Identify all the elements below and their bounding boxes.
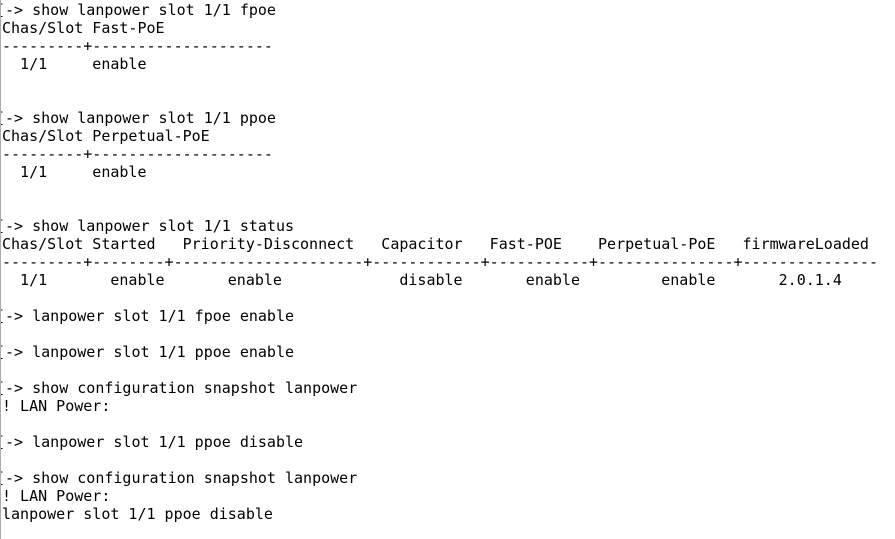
blank-line [2,361,895,379]
blank-line [2,289,895,307]
window-left-border [0,0,1,539]
output-line: Chas/Slot Started Priority-Disconnect Ca… [2,235,869,253]
output-line: ! LAN Power: [2,397,111,415]
prompt-marker: [-> [0,469,24,487]
command-line: [-> show configuration snapshot lanpower [0,379,895,397]
command-line: [-> show lanpower slot 1/1 ppoe [0,109,895,127]
output-line: Chas/Slot Perpetual-PoE [2,127,210,145]
output-line: 1/1 enable [2,163,147,181]
blank-line [2,415,895,433]
blank-line [2,91,895,109]
output-line: Chas/Slot Fast-PoE [2,19,165,37]
command-line: [-> lanpower slot 1/1 ppoe enable [0,343,895,361]
blank-line [2,199,895,217]
command-line: [-> show lanpower slot 1/1 status [0,217,895,235]
command-text: show lanpower slot 1/1 ppoe [32,109,276,127]
output-line: ---------+-------------------- [2,145,273,163]
blank-line [2,181,895,199]
output-line: lanpower slot 1/1 ppoe disable [2,505,273,523]
command-text: lanpower slot 1/1 ppoe enable [32,343,295,361]
prompt-marker: [-> [0,433,24,451]
blank-line [2,325,895,343]
prompt-marker: [-> [0,1,24,19]
command-line: [-> lanpower slot 1/1 ppoe disable [0,433,895,451]
output-line: ---------+-------------------- [2,37,273,55]
command-text: show lanpower slot 1/1 fpoe [32,1,276,19]
command-text: show lanpower slot 1/1 status [32,217,295,235]
prompt-marker: [-> [0,307,24,325]
blank-line [2,73,895,91]
output-line: ! LAN Power: [2,487,111,505]
command-line: [-> show configuration snapshot lanpower [0,469,895,487]
prompt-marker: [-> [0,109,24,127]
command-line: [-> lanpower slot 1/1 fpoe enable [0,307,895,325]
command-text: show configuration snapshot lanpower [32,469,358,487]
command-text: lanpower slot 1/1 fpoe enable [32,307,295,325]
command-text: lanpower slot 1/1 ppoe disable [32,433,304,451]
command-text: show configuration snapshot lanpower [32,379,358,397]
output-line: ---------+--------+---------------------… [2,253,878,271]
output-line: 1/1 enable enable disable enable enable … [2,271,842,289]
command-line: [-> show lanpower slot 1/1 fpoe [0,1,895,19]
prompt-marker: [-> [0,217,24,235]
prompt-marker: [-> [0,343,24,361]
prompt-marker: [-> [0,379,24,397]
output-line: 1/1 enable [2,55,147,73]
blank-line [2,451,895,469]
